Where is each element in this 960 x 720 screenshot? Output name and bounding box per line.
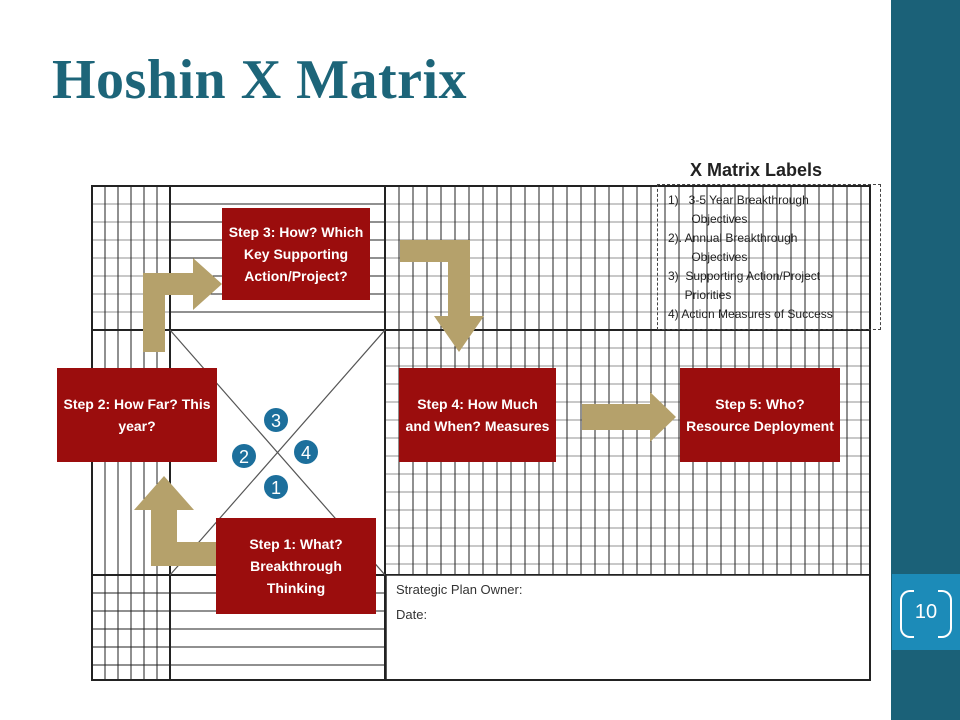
- quadrant-number-4-label: 4: [301, 443, 311, 463]
- legend-item: Priorities: [668, 288, 732, 302]
- slide-title: Hoshin X Matrix: [52, 49, 468, 111]
- legend-item: 1) 3-5 Year Breakthrough: [668, 193, 809, 207]
- quadrant-number-3: 3: [264, 408, 288, 432]
- diagonal-line-2: [169, 329, 386, 576]
- legend-item: Objectives: [668, 250, 748, 264]
- arrow-step3-to-step4: [400, 240, 484, 352]
- quadrant-number-1: 1: [264, 475, 288, 499]
- step-5-box: Step 5: Who? Resource Deployment: [680, 368, 840, 462]
- legend-item: 3) Supporting Action/Project: [668, 269, 821, 283]
- x-matrix-diagram: 3 2 4 1: [91, 185, 871, 681]
- quadrant-number-2: 2: [232, 444, 256, 468]
- page-number: 10: [914, 601, 938, 623]
- sidebar-divider: [887, 0, 891, 720]
- quadrant-number-4: 4: [294, 440, 318, 464]
- legend-item: 2). Annual Breakthrough: [668, 231, 798, 245]
- arrow-step5-pointer: [582, 392, 676, 442]
- page-number-box: 10: [892, 574, 960, 650]
- left-bracket-icon: [900, 590, 914, 638]
- date-label: Date:: [396, 607, 428, 622]
- strategic-plan-owner-label: Strategic Plan Owner:: [396, 582, 523, 597]
- arrow-step1-to-step2: [134, 476, 222, 566]
- arrow-step2-to-step3: [143, 258, 222, 352]
- step-4-box: Step 4: How Much and When? Measures: [399, 368, 556, 462]
- legend-item: Objectives: [668, 212, 748, 226]
- legend-title: X Matrix Labels: [690, 160, 823, 180]
- owner-date-panel: [385, 574, 871, 681]
- quadrant-number-2-label: 2: [239, 447, 249, 467]
- step-2-box: Step 2: How Far? This year?: [57, 368, 217, 462]
- right-bracket-icon: [938, 590, 952, 638]
- step-3-box: Step 3: How? Which Key Supporting Action…: [222, 208, 370, 300]
- quadrant-number-3-label: 3: [271, 411, 281, 431]
- step-1-box: Step 1: What? Breakthrough Thinking: [216, 518, 376, 614]
- legend-box: 1) 3-5 Year Breakthrough Objectives 2). …: [657, 184, 881, 330]
- arrow-group: [134, 240, 676, 566]
- quadrant-number-1-label: 1: [271, 478, 281, 498]
- legend-item: 4) Action Measures of Success: [668, 307, 833, 321]
